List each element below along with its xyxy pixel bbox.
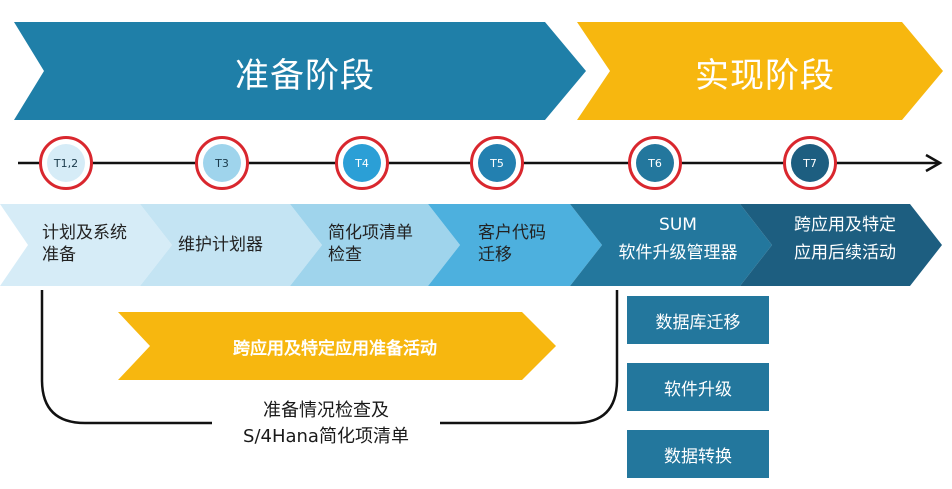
software-upgrade-box: 软件升级	[627, 363, 769, 411]
milestone-t4: T4	[335, 136, 389, 190]
step-2-line1: 维护计划器	[178, 235, 263, 255]
milestone-t4-label: T4	[343, 144, 381, 182]
readiness-bracket	[40, 290, 619, 425]
step-label-1: 计划及系统 准备	[42, 222, 127, 266]
step-5-line1: SUM	[659, 215, 697, 235]
readiness-line1: 准备情况检查及	[263, 400, 389, 421]
step-1-line2: 准备	[42, 245, 76, 265]
step-chevron-6	[740, 204, 942, 286]
step-6-line1: 跨应用及特定	[794, 215, 896, 235]
impl-phase-banner	[577, 22, 943, 120]
step-4-line1: 客户代码	[478, 223, 546, 243]
step-label-4: 客户代码 迁移	[478, 222, 546, 266]
impl-phase-label: 实现阶段	[695, 56, 835, 96]
step-chevron-3	[290, 204, 460, 286]
milestone-t6: T6	[628, 136, 682, 190]
step-3-line1: 简化项清单	[328, 223, 413, 243]
milestone-t3-label: T3	[203, 144, 241, 182]
milestone-t12-label: T1,2	[47, 144, 85, 182]
milestone-t5: T5	[470, 136, 524, 190]
step-label-5: SUM 软件升级管理器	[598, 214, 758, 264]
step-chevron-4	[428, 204, 602, 286]
readiness-line2: S/4Hana简化项清单	[243, 426, 409, 447]
prep-activity-label: 跨应用及特定应用准备活动	[233, 339, 437, 359]
data-conversion-box: 数据转换	[627, 430, 769, 478]
prep-phase-banner	[14, 22, 586, 120]
step-4-line2: 迁移	[478, 245, 512, 265]
milestone-t6-label: T6	[636, 144, 674, 182]
prep-phase-label: 准备阶段	[235, 56, 375, 96]
milestone-t5-label: T5	[478, 144, 516, 182]
step-1-line1: 计划及系统	[42, 223, 127, 243]
step-chevron-5	[570, 204, 772, 286]
step-label-2: 维护计划器	[178, 234, 263, 256]
step-chevron-1	[0, 204, 172, 286]
milestone-t7: T7	[783, 136, 837, 190]
milestone-t3: T3	[195, 136, 249, 190]
step-3-line2: 检查	[328, 245, 362, 265]
timeline-arrowhead	[925, 153, 943, 173]
db-migration-box: 数据库迁移	[627, 296, 769, 344]
step-chevron-2	[140, 204, 322, 286]
milestone-t7-label: T7	[791, 144, 829, 182]
step-label-3: 简化项清单 检查	[328, 222, 413, 266]
step-label-6: 跨应用及特定 应用后续活动	[770, 214, 920, 264]
milestone-t12: T1,2	[39, 136, 93, 190]
step-6-line2: 应用后续活动	[794, 243, 896, 263]
step-5-line2: 软件升级管理器	[618, 243, 738, 263]
readiness-check-text: 准备情况检查及 S/4Hana简化项清单	[200, 398, 452, 450]
prep-activity-arrow	[118, 312, 556, 380]
